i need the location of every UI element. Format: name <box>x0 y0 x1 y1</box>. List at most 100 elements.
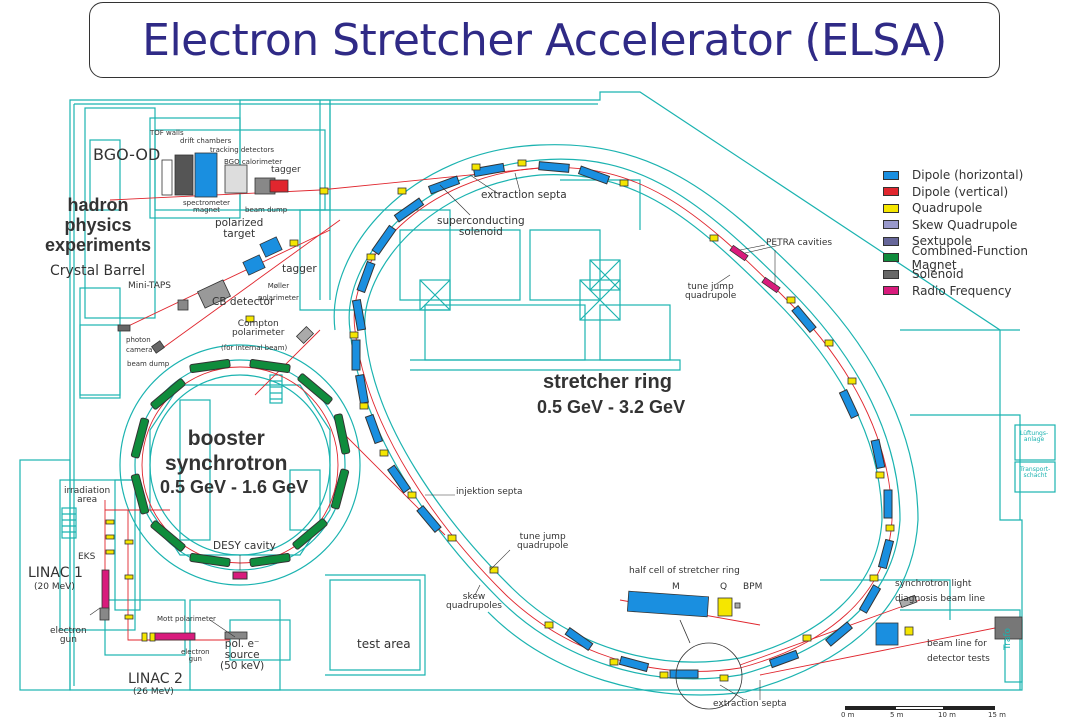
crystal-barrel-label: Crystal Barrel <box>50 263 146 279</box>
quadrupole <box>124 539 134 545</box>
combined-function-magnet <box>130 473 150 515</box>
half-cell-m-label: M <box>672 582 680 592</box>
room <box>399 229 521 301</box>
tof-walls-label: TOF walls <box>150 129 184 137</box>
room <box>104 599 186 656</box>
scale-tick-10: 10 m <box>938 711 956 719</box>
tagger-top-label: tagger <box>271 165 301 175</box>
scale-bar <box>845 706 995 710</box>
scale-tick-5: 5 m <box>890 711 904 719</box>
hadron-physics-label: hadron physics experiments <box>45 195 152 255</box>
quadrupole <box>824 339 834 347</box>
dipole <box>371 224 397 256</box>
quadrupole <box>319 187 329 195</box>
combined-function-magnet <box>297 373 333 405</box>
quadrupole <box>379 449 389 457</box>
lueftung-label: Lüftungs- anlage <box>1020 430 1049 444</box>
quadrupole <box>366 253 376 261</box>
tune-jump-quadrupole-1-label: tune jump quadrupole <box>685 282 737 302</box>
electron-gun-1-label: electron gun <box>50 626 87 646</box>
petra-cavity <box>761 276 781 294</box>
hadron-detectors <box>99 152 1023 646</box>
test-area-room <box>329 579 421 671</box>
detector-test-line <box>759 624 1011 676</box>
dipole <box>538 161 570 173</box>
corridor <box>410 359 681 371</box>
scale-tick-0: 0 m <box>841 711 855 719</box>
moller-polarimeter-label: Møller polarimeter <box>258 282 299 302</box>
quadrupole <box>359 402 369 410</box>
legend-item-solenoid: Solenoid <box>883 266 1072 283</box>
petra-cavity <box>729 244 749 262</box>
combined-function-magnet <box>249 359 291 373</box>
tagger-magnet <box>259 236 283 258</box>
room <box>424 304 586 361</box>
cb-detector <box>196 279 232 309</box>
dipole <box>427 175 461 195</box>
combined-function-magnet <box>150 378 186 410</box>
drift-chambers-label: drift chambers <box>180 137 232 145</box>
quadrupole <box>875 471 885 479</box>
dipole <box>883 489 893 519</box>
radio-frequency-swatch <box>883 286 899 296</box>
desy-cavity <box>232 571 248 580</box>
combined-function-magnet <box>249 553 291 567</box>
legend-item-dipole-horizontal: Dipole (horizontal) <box>883 167 1072 184</box>
half-cell-dipole <box>626 590 710 618</box>
room <box>114 479 141 611</box>
room <box>59 479 136 631</box>
linac1-label: LINAC 1 <box>28 565 83 581</box>
quadrupole <box>407 491 417 499</box>
pol-source-label: pol. e⁻ source (50 keV) <box>220 638 265 673</box>
room <box>19 459 71 691</box>
half-cell-bpm-label: BPM <box>743 582 763 592</box>
spectrometer-magnet <box>194 152 218 198</box>
quadrupole <box>141 632 148 642</box>
mott-polarimeter-label: Mott polarimeter <box>157 615 216 623</box>
ring-tunnel-outer <box>348 158 901 680</box>
legend-item-quadrupole: Quadrupole <box>883 200 1072 217</box>
legend-item-dipole-vertical: Dipole (vertical) <box>883 184 1072 201</box>
linac2-line <box>127 510 230 641</box>
tagger-magnet <box>242 254 266 276</box>
dipole <box>364 413 384 445</box>
booster-tunnel-outer <box>119 344 361 586</box>
room <box>89 139 121 211</box>
scale-tick-15: 15 m <box>988 711 1006 719</box>
linac2 <box>154 632 196 641</box>
dipole <box>824 621 854 647</box>
tune-jump-quadrupole-2-label: tune jump quadrupole <box>517 532 569 552</box>
detector-test-magnet <box>875 622 899 646</box>
title-box: Electron Stretcher Accelerator (ELSA) <box>89 2 1000 78</box>
beam-dump-label: beam dump <box>127 360 170 368</box>
dipole <box>472 162 506 178</box>
sextupole-swatch <box>883 236 899 246</box>
room <box>189 599 281 691</box>
combined-function-magnet <box>189 553 231 567</box>
wall <box>319 100 331 300</box>
quadrupole <box>869 574 879 582</box>
scale-segment <box>895 706 944 710</box>
tracking-detectors-label: tracking detectors <box>210 146 275 154</box>
dipole <box>618 655 650 673</box>
scale-segment <box>845 706 895 710</box>
beam-dump <box>151 340 165 354</box>
solenoid-swatch <box>883 269 899 279</box>
scale-segment <box>944 706 995 710</box>
half-cell-label: half cell of stretcher ring <box>629 566 740 576</box>
linac1-energy-label: (20 MeV) <box>34 582 75 592</box>
quadrupole <box>719 674 729 682</box>
half-cell-inset <box>626 590 743 710</box>
quadrupole <box>847 377 857 385</box>
quadrupole <box>105 519 115 525</box>
test-area-label: test area <box>357 637 411 651</box>
room <box>79 324 121 396</box>
building-perimeter <box>69 91 1023 691</box>
transport-label: Transport- schacht <box>1020 466 1051 480</box>
dipole <box>877 538 895 570</box>
quadrupole <box>904 626 914 636</box>
mini-taps-label: Mini-TAPS <box>128 281 171 291</box>
half-cell-quadrupole <box>717 597 733 617</box>
bgo-calorimeter <box>224 164 248 194</box>
